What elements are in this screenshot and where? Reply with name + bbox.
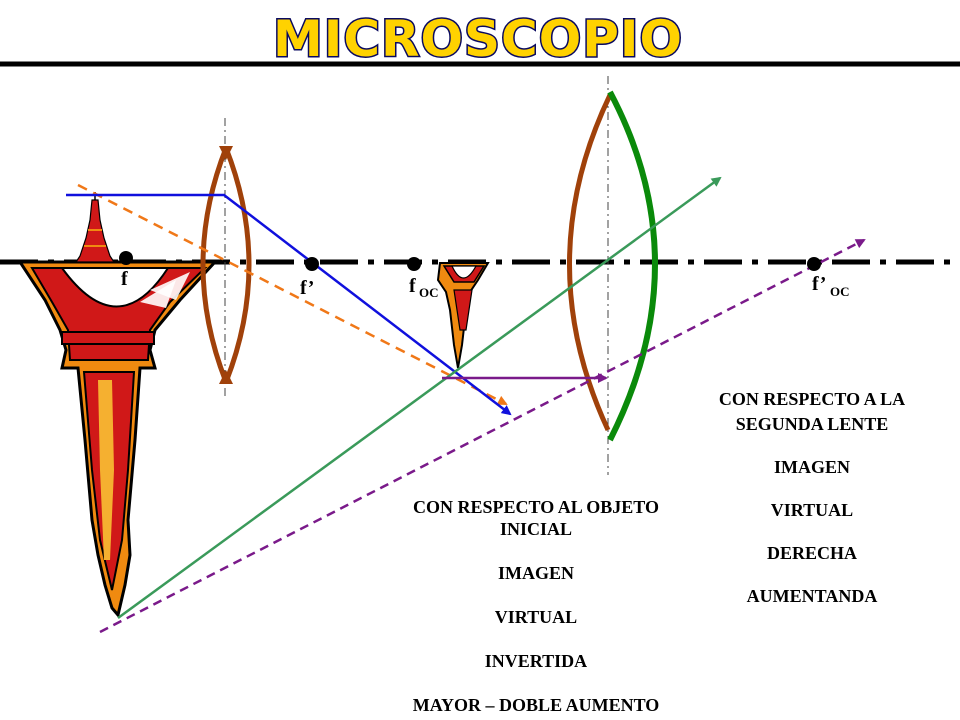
focal-point-f-oc — [407, 257, 421, 271]
virtual-image-tower — [17, 260, 219, 619]
focal-point-f-prime-oc — [807, 257, 821, 271]
second-image: IMAGEN — [774, 457, 850, 477]
second-heading-line1: CON RESPECTO A LA — [718, 389, 906, 409]
ray-green — [117, 176, 722, 620]
label-f-prime-oc-sub: OC — [830, 284, 850, 299]
second-lens-notes: CON RESPECTO A LA SEGUNDA LENTE IMAGEN V… — [672, 388, 952, 607]
label-f-oc: f — [409, 275, 416, 297]
second-virtual: VIRTUAL — [770, 500, 854, 520]
initial-image: IMAGEN — [498, 563, 574, 583]
eyepiece-lens — [567, 90, 658, 442]
second-upright: DERECHA — [766, 543, 857, 563]
label-f-prime-oc: f’ — [812, 273, 826, 295]
objective-lens — [200, 146, 252, 384]
ray-blue — [66, 193, 512, 416]
initial-virtual: VIRTUAL — [494, 607, 578, 627]
focal-point-f — [119, 251, 133, 265]
ray-orange-dashed — [77, 183, 508, 406]
focal-point-f-prime — [305, 257, 319, 271]
second-heading-line2: SEGUNDA LENTE — [735, 414, 889, 434]
label-f-oc-sub: OC — [419, 285, 439, 300]
initial-object-notes: CON RESPECTO AL OBJETO INICIAL IMAGEN VI… — [356, 496, 716, 716]
initial-magnification: MAYOR – DOBLE AUMENTO — [412, 695, 660, 715]
object-tower — [74, 192, 116, 263]
label-f: f — [121, 268, 128, 290]
page-title: MICROSCOPIO — [273, 10, 683, 68]
second-enlarged: AUMENTANDA — [746, 586, 878, 606]
intermediate-image-tower — [436, 262, 490, 369]
initial-heading-line2: INICIAL — [499, 519, 573, 539]
label-f-prime: f’ — [300, 277, 314, 299]
initial-inverted: INVERTIDA — [484, 651, 588, 671]
ray-purple-dashed — [99, 238, 866, 634]
initial-heading-line1: CON RESPECTO AL OBJETO — [413, 497, 659, 517]
